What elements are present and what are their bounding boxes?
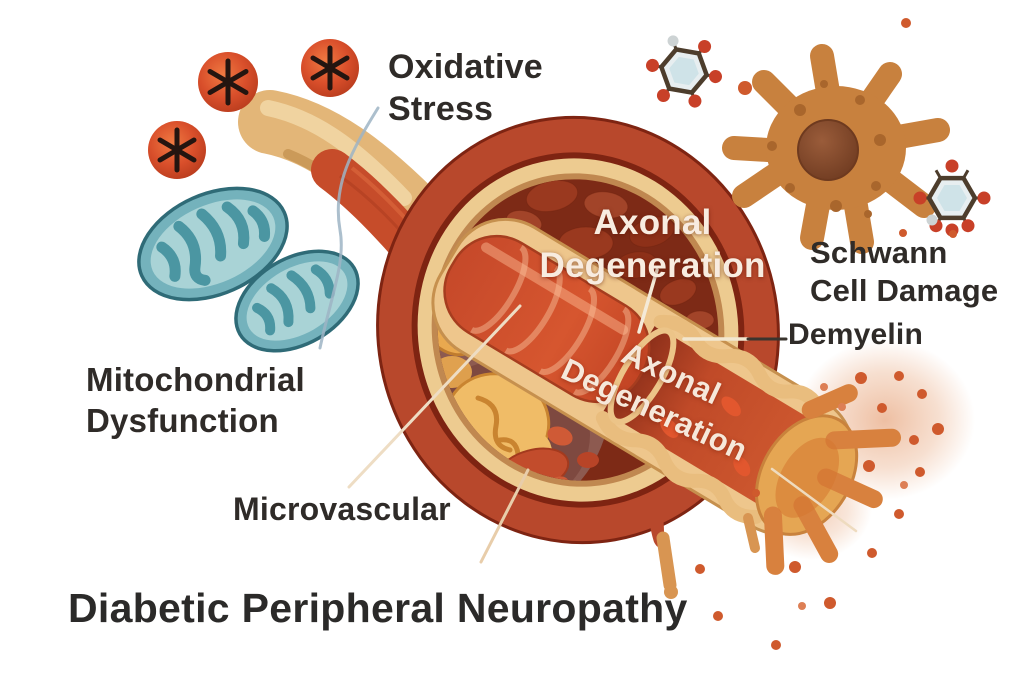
leader-oxidative-stress <box>318 106 380 350</box>
free-radicals <box>148 39 359 179</box>
free-radical-icon <box>198 52 258 112</box>
label-schwann-cell-damage: Schwann Cell Damage <box>810 235 999 309</box>
label-mitochondrial-dysfunction: Mitochondrial Dysfunction <box>86 361 305 439</box>
glucose-molecules <box>645 35 991 237</box>
label-axonal-degeneration-upper: Axonal Degeneration <box>539 203 766 286</box>
mitochondria <box>137 186 360 353</box>
leader-axonal-upper <box>637 268 659 334</box>
leader-microvascular-2 <box>479 468 530 564</box>
free-radical-icon <box>148 121 206 179</box>
label-oxidative-stress: Oxidative Stress <box>388 48 543 129</box>
mitochondrion-icon <box>137 186 289 302</box>
axon-terminal <box>754 384 902 575</box>
label-microvascular: Microvascular <box>233 491 451 527</box>
schwann-cell-icon <box>722 44 950 254</box>
page-title: Diabetic Peripheral Neuropathy <box>68 585 688 631</box>
mitochondrion-icon <box>234 249 360 353</box>
label-demyelination: Demyelin <box>788 318 923 351</box>
free-radical-icon <box>301 39 359 97</box>
leader-terminal <box>770 467 858 533</box>
glucose-molecule-icon <box>913 159 991 237</box>
degeneration-particles <box>695 18 957 650</box>
leader-microvascular <box>347 304 522 489</box>
leader-lines <box>318 106 858 564</box>
glucose-molecule-icon <box>645 35 723 108</box>
terminal-drips <box>656 513 760 599</box>
